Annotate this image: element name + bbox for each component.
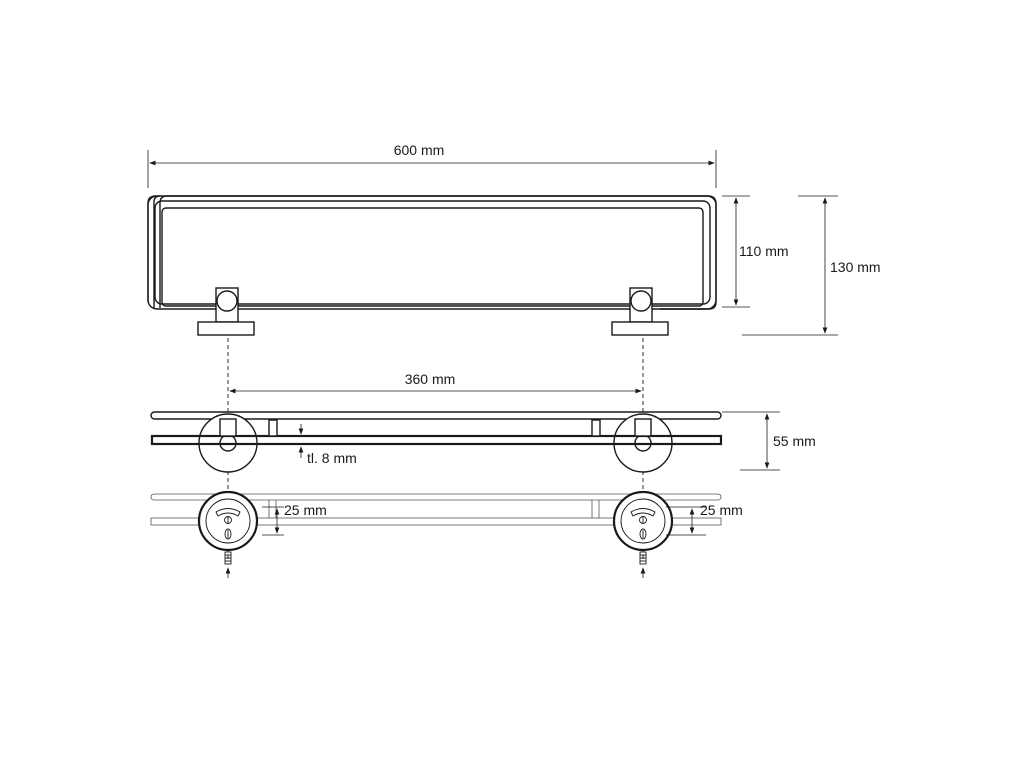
glass-shelf bbox=[150, 434, 723, 446]
label-130mm: 130 mm bbox=[830, 259, 881, 275]
right-bracket bbox=[591, 419, 601, 437]
label-tl8mm: tl. 8 mm bbox=[307, 450, 357, 466]
label-55mm: 55 mm bbox=[773, 433, 816, 449]
dim-width-total: 600 mm bbox=[147, 142, 717, 188]
label-600mm: 600 mm bbox=[394, 142, 445, 158]
right-mount-knob bbox=[630, 290, 652, 312]
left-mount-base bbox=[197, 321, 255, 336]
right-mount-base bbox=[611, 321, 669, 336]
dim-height-inner: 110 mm bbox=[722, 195, 789, 308]
label-25mm-right: 25 mm bbox=[700, 502, 743, 518]
label-110mm: 110 mm bbox=[739, 243, 789, 259]
rail-frame-inner bbox=[154, 200, 711, 305]
top-rail bbox=[150, 411, 722, 420]
right-keyhole-slot bbox=[630, 508, 656, 517]
rail-frame-top bbox=[147, 195, 717, 310]
dim-mount-spacing: 360 mm bbox=[229, 371, 642, 394]
dim-base-right: 25 mm bbox=[666, 502, 743, 536]
right-post bbox=[634, 418, 652, 437]
left-bracket bbox=[268, 419, 278, 437]
front-view bbox=[147, 195, 717, 336]
dim-glass-thickness: tl. 8 mm bbox=[298, 424, 357, 466]
label-360mm: 360 mm bbox=[405, 371, 456, 387]
glass-panel bbox=[161, 207, 704, 307]
wall-view bbox=[150, 490, 722, 578]
dim-depth: 55 mm bbox=[722, 411, 816, 471]
dim-base-left: 25 mm bbox=[262, 502, 327, 536]
right-screw-icon bbox=[639, 551, 647, 565]
wall-glass bbox=[150, 517, 722, 526]
left-post bbox=[219, 418, 237, 437]
rail-frame-outer bbox=[159, 195, 717, 310]
left-screw-icon bbox=[224, 551, 232, 565]
top-view bbox=[150, 411, 723, 473]
dim-height-total: 130 mm bbox=[742, 195, 881, 336]
wall-top-rail bbox=[150, 493, 722, 501]
left-keyhole-slot bbox=[215, 508, 241, 517]
left-mount-knob bbox=[216, 290, 238, 312]
label-25mm-left: 25 mm bbox=[284, 502, 327, 518]
